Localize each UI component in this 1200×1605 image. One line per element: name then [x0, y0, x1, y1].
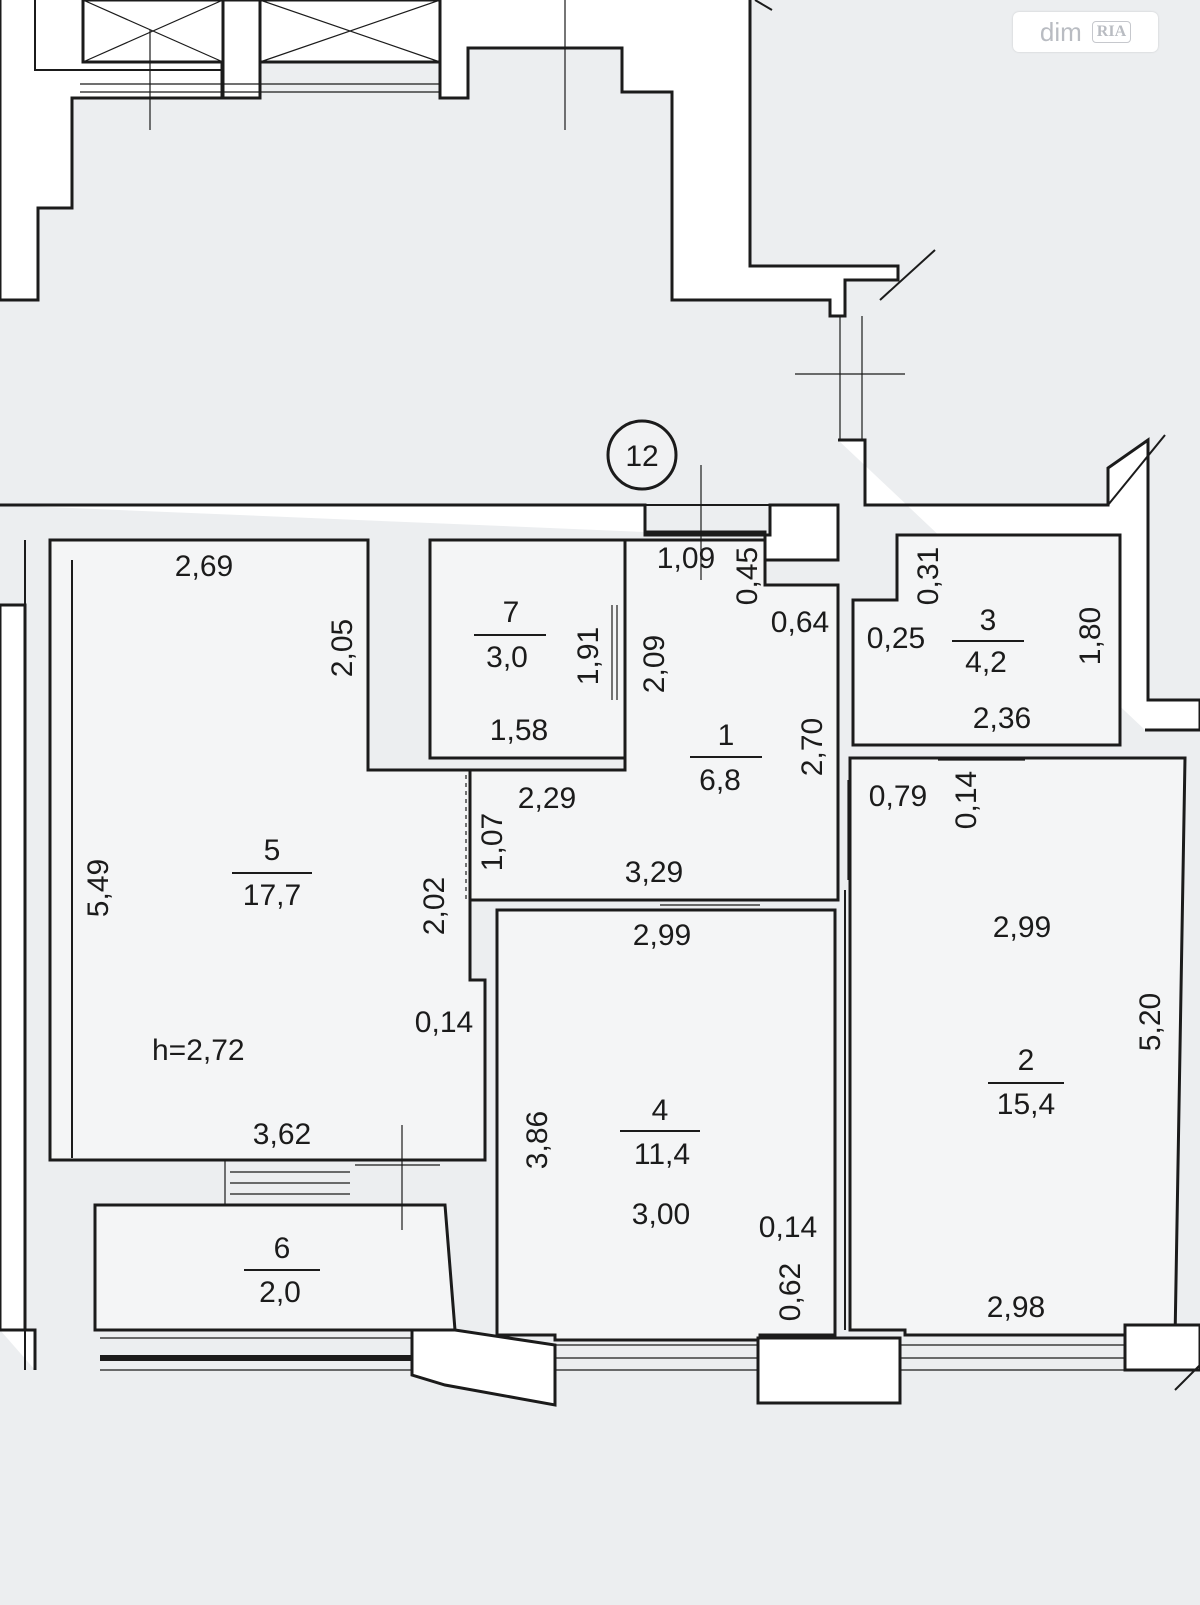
room-3-label: 3 4,2: [952, 604, 1024, 679]
room-5-outline: [48, 538, 487, 1162]
room-4-area: 11,4: [634, 1138, 690, 1171]
dimension-label: 0,45: [731, 547, 764, 605]
room-7-label: 7 3,0: [474, 596, 546, 674]
dimension-label: 0,79: [869, 780, 927, 813]
entrance-marker-label: 12: [625, 440, 658, 473]
room-7-outline: [428, 538, 627, 760]
dimension-label: 0,14: [950, 771, 983, 829]
dimension-label: 1,09: [657, 542, 715, 575]
dimension-label: 3,86: [521, 1111, 554, 1169]
watermark-badge: RIA: [1091, 21, 1132, 43]
dimension-label: 3,29: [625, 856, 683, 889]
entrance-marker-circle: [606, 419, 678, 491]
dimension-label: 1,91: [572, 627, 605, 685]
dimension-label: 5,49: [82, 859, 115, 917]
room-3-area: 4,2: [965, 646, 1007, 679]
room-1-number: 1: [718, 719, 735, 752]
room-1-area: 6,8: [699, 764, 741, 797]
dimension-label: 2,09: [638, 635, 671, 693]
dimension-label: 3,00: [632, 1198, 690, 1231]
dimension-label: 2,29: [518, 782, 576, 815]
dimension-label: 0,25: [867, 622, 925, 655]
room-3-number: 3: [980, 604, 997, 637]
dimension-label: 2,99: [633, 919, 691, 952]
room-6-label: 6 2,0: [244, 1232, 320, 1309]
dimension-label: 2,69: [175, 550, 233, 583]
apartment-outer-walls: [0, 503, 840, 1370]
dimension-label: 2,36: [973, 702, 1031, 735]
dimension-label: 0,62: [774, 1263, 807, 1321]
dim-ria-watermark: dim RIA: [1013, 12, 1158, 52]
watermark-text: dim: [1039, 16, 1082, 47]
dimension-label: 0,14: [759, 1211, 817, 1244]
room-2-area: 15,4: [997, 1088, 1055, 1121]
room-4-number: 4: [652, 1094, 669, 1127]
room-2-label: 2 15,4: [988, 1044, 1064, 1121]
upper-corridor-walls: [0, 0, 936, 318]
room-6-outline: [93, 1203, 457, 1332]
dimension-label: 1,80: [1074, 607, 1107, 665]
room-4-label: 4 11,4: [620, 1094, 700, 1171]
dimension-label: 2,02: [418, 877, 451, 935]
room-2-number: 2: [1018, 1044, 1035, 1077]
dimension-label: 2,70: [796, 718, 829, 776]
room-5-area: 17,7: [243, 879, 301, 912]
room-5-label: 5 17,7: [232, 834, 312, 912]
dimension-label: 1,07: [476, 813, 509, 871]
ceiling-height-label: h=2,72: [152, 1034, 245, 1067]
window-lines: [100, 1323, 1200, 1407]
room-6-area: 2,0: [259, 1276, 301, 1309]
dimension-label: 0,14: [415, 1006, 473, 1039]
dimension-label: 0,64: [771, 606, 829, 639]
dimension-label: 0,31: [912, 547, 945, 605]
room-7-area: 3,0: [486, 641, 528, 674]
dimension-label: 5,20: [1134, 993, 1167, 1051]
dimension-label: 2,98: [987, 1291, 1045, 1324]
room-6-number: 6: [274, 1232, 291, 1265]
room-7-number: 7: [503, 596, 520, 629]
dimension-label: 3,62: [253, 1118, 311, 1151]
dimension-label: 2,05: [326, 619, 359, 677]
room-5-number: 5: [264, 834, 281, 867]
dimension-label: 2,99: [993, 911, 1051, 944]
room-1-outline: [468, 538, 840, 902]
room-1-label: 1 6,8: [690, 719, 762, 797]
dimension-label: 1,58: [490, 714, 548, 747]
